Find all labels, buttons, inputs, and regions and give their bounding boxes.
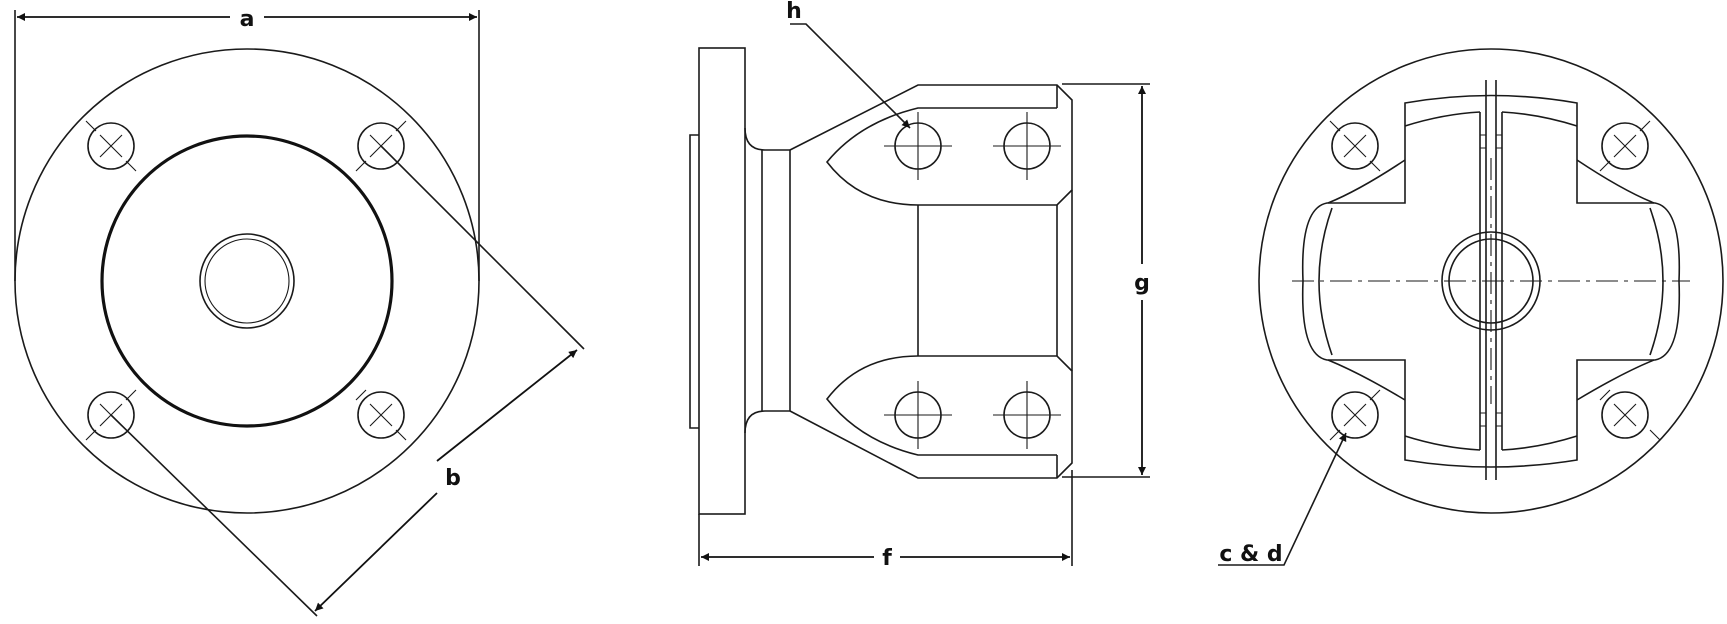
left-lug-fillets: [1327, 159, 1406, 401]
side-hole-2: [993, 112, 1061, 180]
bolt-hole-tl: [85, 120, 137, 172]
pilot-outline: [689, 134, 699, 429]
dimension-f: f: [698, 470, 1073, 572]
side-hole-4: [993, 381, 1061, 449]
bottom-left-band: [1404, 435, 1481, 451]
label-h: h: [786, 0, 802, 24]
label-b: b: [445, 466, 461, 491]
side-profile-view: h g f: [689, 0, 1156, 572]
end-yoke-view: c & d: [1218, 48, 1724, 567]
label-a: a: [240, 7, 255, 32]
label-f: f: [882, 546, 892, 571]
end-hole-tl: [1329, 120, 1381, 172]
upper-yoke-arm: [789, 84, 1073, 206]
dimension-g: g: [1062, 83, 1156, 478]
end-hole-bl: [1329, 389, 1381, 441]
bore-outer-circle: [199, 233, 295, 329]
dimension-a: a: [14, 2, 480, 281]
top-left-band: [1404, 111, 1481, 127]
side-hole-3: [884, 381, 952, 449]
right-lug-fillets: [1576, 159, 1655, 401]
lower-yoke-arm: [789, 355, 1073, 479]
bore-inner-circle: [204, 238, 290, 324]
flange-plate-outline: [698, 47, 746, 515]
bolt-hole-br: [355, 389, 407, 441]
slot-ticks: [1480, 134, 1502, 427]
dimension-c-d: c & d: [1218, 432, 1347, 567]
top-right-band: [1501, 111, 1578, 127]
hub-circle: [100, 134, 394, 428]
label-g: g: [1134, 271, 1150, 296]
dimension-b: b: [110, 145, 585, 617]
end-outer-circle: [1258, 48, 1724, 514]
dimension-h: h: [786, 0, 911, 129]
end-hole-br: [1599, 389, 1661, 441]
left-ear-arc: [1318, 207, 1333, 356]
left-flange-view: a b: [14, 2, 585, 617]
bottom-right-band: [1501, 435, 1578, 451]
side-hole-1: [884, 112, 952, 180]
neck-outline: [744, 127, 791, 434]
flange-outer-circle: [14, 48, 480, 514]
end-hole-tr: [1599, 120, 1651, 172]
label-c-d: c & d: [1219, 542, 1282, 567]
